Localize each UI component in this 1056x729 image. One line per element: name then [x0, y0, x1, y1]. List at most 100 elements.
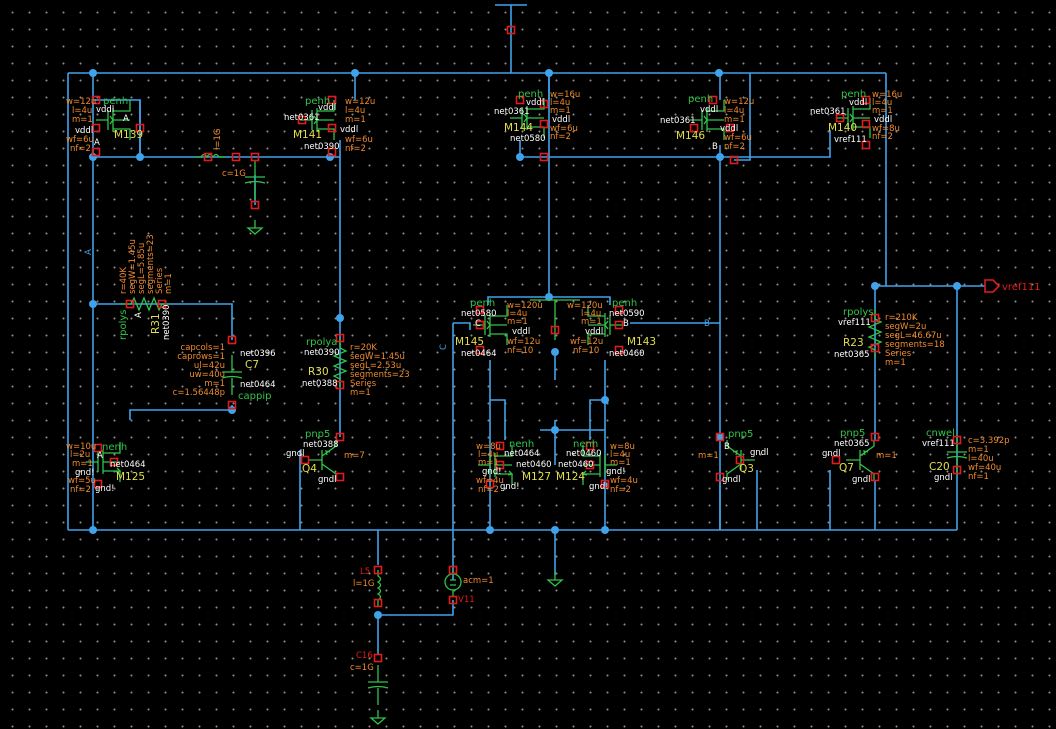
- terminal-pin[interactable]: [327, 95, 337, 105]
- terminal-pin[interactable]: [231, 152, 241, 162]
- param: m=1: [581, 317, 602, 327]
- terminal-pin[interactable]: [715, 432, 725, 442]
- param: m=1: [968, 445, 989, 455]
- param: l=4u: [345, 106, 365, 116]
- terminal-pin[interactable]: [870, 343, 880, 353]
- terminal-pin[interactable]: [485, 479, 495, 489]
- terminal-pin[interactable]: [135, 123, 145, 133]
- terminal-pin[interactable]: [861, 140, 871, 150]
- param: m=1: [345, 115, 366, 125]
- terminal-pin[interactable]: [614, 305, 624, 315]
- net: vddl: [512, 327, 530, 337]
- terminal-pin[interactable]: [297, 115, 307, 125]
- net: vddl: [96, 105, 114, 115]
- terminal-pin[interactable]: [93, 443, 103, 453]
- param: segW=1.45u: [128, 239, 138, 294]
- terminal-pin[interactable]: [373, 565, 383, 575]
- terminal-pin[interactable]: [539, 152, 549, 162]
- terminal-pin[interactable]: [708, 95, 718, 105]
- terminal-pin[interactable]: [585, 460, 595, 470]
- terminal-pin[interactable]: [157, 299, 167, 309]
- terminal-pin[interactable]: [109, 457, 119, 467]
- terminal-pin[interactable]: [475, 345, 485, 355]
- terminal-pin[interactable]: [335, 333, 345, 343]
- terminal-pin[interactable]: [125, 299, 135, 309]
- device-symbols: [85, 97, 1001, 725]
- param: nf=10: [507, 346, 533, 356]
- terminal-pin[interactable]: [335, 380, 345, 390]
- terminal-pin[interactable]: [861, 119, 871, 129]
- param: acm=1: [463, 576, 494, 586]
- instance-name: C7: [245, 359, 259, 371]
- terminal-pin[interactable]: [335, 472, 345, 482]
- terminal-pin[interactable]: [735, 455, 745, 465]
- terminal-pin[interactable]: [91, 147, 101, 157]
- terminal-pin[interactable]: [373, 598, 383, 608]
- terminal-pin[interactable]: [91, 95, 101, 105]
- terminal-pin[interactable]: [203, 152, 213, 162]
- terminal-pin[interactable]: [91, 123, 101, 133]
- terminal-pin[interactable]: [475, 320, 485, 330]
- terminal-pin[interactable]: [870, 432, 880, 442]
- terminal-pin[interactable]: [539, 99, 549, 109]
- inductor-top-symbol[interactable]: [195, 153, 225, 159]
- terminal-pin[interactable]: [725, 123, 735, 133]
- capacitor-C7-symbol[interactable]: [221, 354, 243, 396]
- terminal-pin[interactable]: [952, 465, 962, 475]
- terminal-pin[interactable]: [300, 455, 310, 465]
- net: C: [475, 319, 481, 329]
- param: segW=1.45u: [350, 352, 405, 362]
- model: penh: [305, 96, 330, 107]
- param: Series: [155, 267, 165, 294]
- terminal-pin[interactable]: [227, 335, 237, 345]
- terminal-pin[interactable]: [600, 479, 610, 489]
- net: gndl: [750, 448, 769, 458]
- instance-name: M141: [293, 129, 322, 141]
- net: net0460: [609, 349, 645, 359]
- param: nf=10: [573, 346, 599, 356]
- terminal-pin[interactable]: [689, 123, 699, 133]
- terminal-pin[interactable]: [870, 472, 880, 482]
- terminal-pin[interactable]: [327, 147, 337, 157]
- param: nf=2: [610, 485, 631, 495]
- terminal-pin[interactable]: [506, 25, 516, 35]
- terminal-pin[interactable]: [495, 460, 505, 470]
- terminal-pin[interactable]: [870, 313, 880, 323]
- terminal-pin[interactable]: [515, 95, 525, 105]
- terminal-pin[interactable]: [585, 441, 595, 451]
- terminal-pin[interactable]: [831, 455, 841, 465]
- param: c=1G: [350, 663, 374, 673]
- inductor-L5-symbol[interactable]: [376, 570, 382, 606]
- terminal-pin[interactable]: [250, 200, 260, 210]
- terminal-pin[interactable]: [93, 479, 103, 489]
- terminal-pin[interactable]: [539, 119, 549, 129]
- param: m=1: [724, 115, 745, 125]
- param: wf=12u: [507, 337, 540, 347]
- model: rpolys: [843, 307, 873, 318]
- terminal-pin[interactable]: [373, 653, 383, 663]
- terminal-pin[interactable]: [495, 441, 505, 451]
- param: wf=6u: [66, 135, 94, 145]
- net: net0464: [110, 460, 146, 470]
- terminal-pin[interactable]: [614, 345, 624, 355]
- terminal-pin[interactable]: [335, 432, 345, 442]
- terminal-pin[interactable]: [614, 320, 624, 330]
- terminal-pin[interactable]: [327, 123, 337, 133]
- terminal-pin[interactable]: [448, 595, 458, 605]
- terminal-pin[interactable]: [835, 113, 845, 123]
- terminal-pin[interactable]: [550, 325, 560, 335]
- terminal-pin[interactable]: [861, 95, 871, 105]
- terminal-pin[interactable]: [475, 305, 485, 315]
- instance-name: C20: [929, 461, 950, 473]
- terminal-pin[interactable]: [952, 435, 962, 445]
- output-pin-arrow-icon[interactable]: [984, 279, 1001, 293]
- terminal-pin[interactable]: [227, 400, 237, 410]
- terminal-pin[interactable]: [729, 155, 739, 165]
- net: net0361: [660, 116, 696, 126]
- terminal-pin[interactable]: [250, 152, 260, 162]
- terminal-pin[interactable]: [715, 472, 725, 482]
- terminal-pin[interactable]: [448, 565, 458, 575]
- param: m=1: [350, 388, 371, 398]
